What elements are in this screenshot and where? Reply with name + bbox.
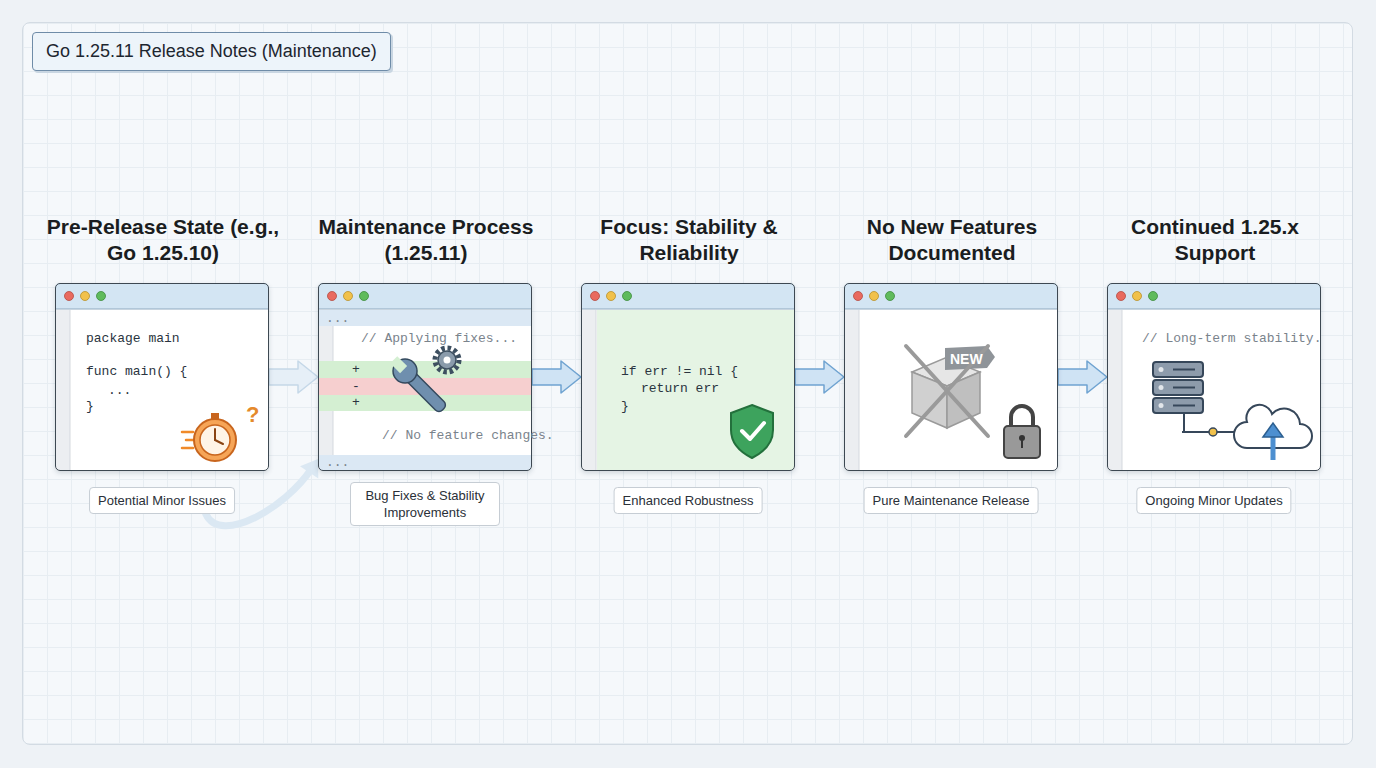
window-chrome <box>844 283 1058 471</box>
code-line: return err <box>641 381 719 397</box>
window-chrome <box>581 283 795 471</box>
question-mark: ? <box>246 402 259 428</box>
window-chrome <box>55 283 269 471</box>
window-chrome <box>1107 283 1321 471</box>
caption-text: Bug Fixes & Stability Improvements <box>359 487 491 521</box>
caption-pill: Pure Maintenance Release <box>864 487 1039 514</box>
code-line: ... <box>326 311 349 327</box>
caption-pill: Bug Fixes & Stability Improvements <box>350 482 500 526</box>
code-line: // Applying fixes... <box>361 331 517 347</box>
tag-text: NEW <box>950 351 983 367</box>
code-window: No New Features DocumentedNEW <box>844 283 1058 471</box>
code-line: if err != nil { <box>621 364 738 380</box>
title-box: Go 1.25.11 Release Notes (Maintenance) <box>32 32 391 71</box>
column-heading: No New Features Documented <box>834 214 1070 266</box>
flow-arrow <box>795 361 844 393</box>
padlock-icon <box>1004 406 1040 458</box>
column-heading: Pre-Release State (e.g., Go 1.25.10) <box>45 214 281 266</box>
flow-arrow <box>269 361 318 393</box>
stopwatch-icon <box>182 413 236 461</box>
code-line: // No feature changes. <box>382 428 554 444</box>
code-window: Focus: Stability & Reliabilityif err != … <box>581 283 795 471</box>
crossed-box-icon <box>906 346 995 436</box>
code-line: ... <box>326 455 349 471</box>
flow-arrow <box>532 361 581 393</box>
column-heading: Maintenance Process (1.25.11) <box>308 214 544 266</box>
column-heading: Focus: Stability & Reliability <box>571 214 807 266</box>
code-line: + <box>352 362 360 378</box>
caption-text: Potential Minor Issues <box>98 492 226 509</box>
caption-pill: Enhanced Robustness <box>614 487 763 514</box>
caption-pill: Potential Minor Issues <box>89 487 235 514</box>
code-line: package main <box>86 331 180 347</box>
code-line: + <box>352 395 360 411</box>
fat-arrow <box>795 361 844 393</box>
caption-text: Pure Maintenance Release <box>873 492 1030 509</box>
fat-arrow <box>1058 361 1107 393</box>
caption-pill: Ongoing Minor Updates <box>1136 487 1291 514</box>
fat-arrow <box>269 361 318 393</box>
shield-icon <box>731 405 773 458</box>
diff-highlight <box>319 310 531 470</box>
code-line: // Long-term stability. <box>1142 331 1321 347</box>
code-window: Continued 1.25.x Support// Long-term sta… <box>1107 283 1321 471</box>
fat-arrow <box>532 361 581 393</box>
column-heading: Continued 1.25.x Support <box>1097 214 1333 266</box>
code-line: } <box>86 399 94 415</box>
arrow-head <box>300 459 318 478</box>
code-area <box>597 310 794 470</box>
code-line: func main() { <box>86 364 187 380</box>
code-line: } <box>621 399 629 415</box>
caption-text: Ongoing Minor Updates <box>1145 492 1282 509</box>
code-window: Pre-Release State (e.g., Go 1.25.10)pack… <box>55 283 269 471</box>
flow-arrow <box>1058 361 1107 393</box>
caption-text: Enhanced Robustness <box>623 492 754 509</box>
code-line: - <box>352 379 360 395</box>
code-window: Maintenance Process (1.25.11)...// Apply… <box>318 283 532 471</box>
wrench-gear-icon <box>385 348 459 418</box>
server-cloud-icon <box>1153 362 1312 460</box>
code-line: ... <box>108 383 131 399</box>
